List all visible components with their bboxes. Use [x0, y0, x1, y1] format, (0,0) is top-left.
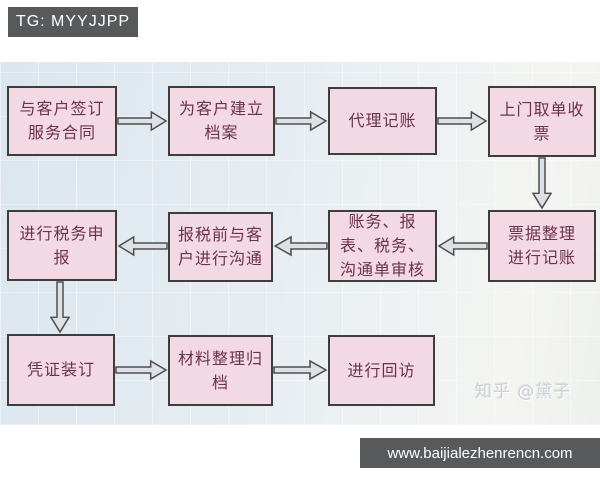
arrow-right-icon [275, 109, 328, 133]
flow-node-communicate: 报税前与客户进行沟通 [168, 212, 273, 282]
arrow-left-icon [273, 234, 328, 258]
arrow-right-icon [115, 358, 168, 382]
flow-node-sign-contract: 与客户签订服务合同 [7, 86, 117, 156]
url-banner: www.baijialezhenrencn.com [360, 438, 600, 468]
flow-node-collect-bills: 上门取单收票 [488, 86, 596, 157]
telegram-badge: TG: MYYJJPP [8, 7, 138, 37]
flow-node-bind-vouchers: 凭证装订 [7, 334, 115, 406]
arrow-down-icon [48, 281, 72, 334]
flow-node-follow-up: 进行回访 [328, 335, 435, 406]
flow-node-bookkeeping: 代理记账 [328, 87, 437, 155]
zhihu-watermark: 知乎 @黛子 [475, 382, 572, 402]
arrow-right-icon [273, 358, 328, 382]
flow-node-tax-filing: 进行税务申报 [7, 210, 117, 281]
arrow-left-icon [437, 234, 488, 258]
flow-node-review: 账务、报表、税务、沟通单审核 [328, 210, 437, 282]
arrow-right-icon [437, 109, 488, 133]
flowchart-panel: 与客户签订服务合同 为客户建立档案 代理记账 上门取单收票 票据整理进行记账 账… [0, 62, 600, 425]
arrow-right-icon [117, 109, 168, 133]
arrow-down-icon [530, 157, 554, 210]
flow-node-create-archive: 为客户建立档案 [168, 86, 275, 156]
flow-node-sort-bills: 票据整理进行记账 [488, 210, 596, 282]
flow-node-file-materials: 材料整理归档 [168, 335, 273, 406]
arrow-left-icon [117, 234, 168, 258]
